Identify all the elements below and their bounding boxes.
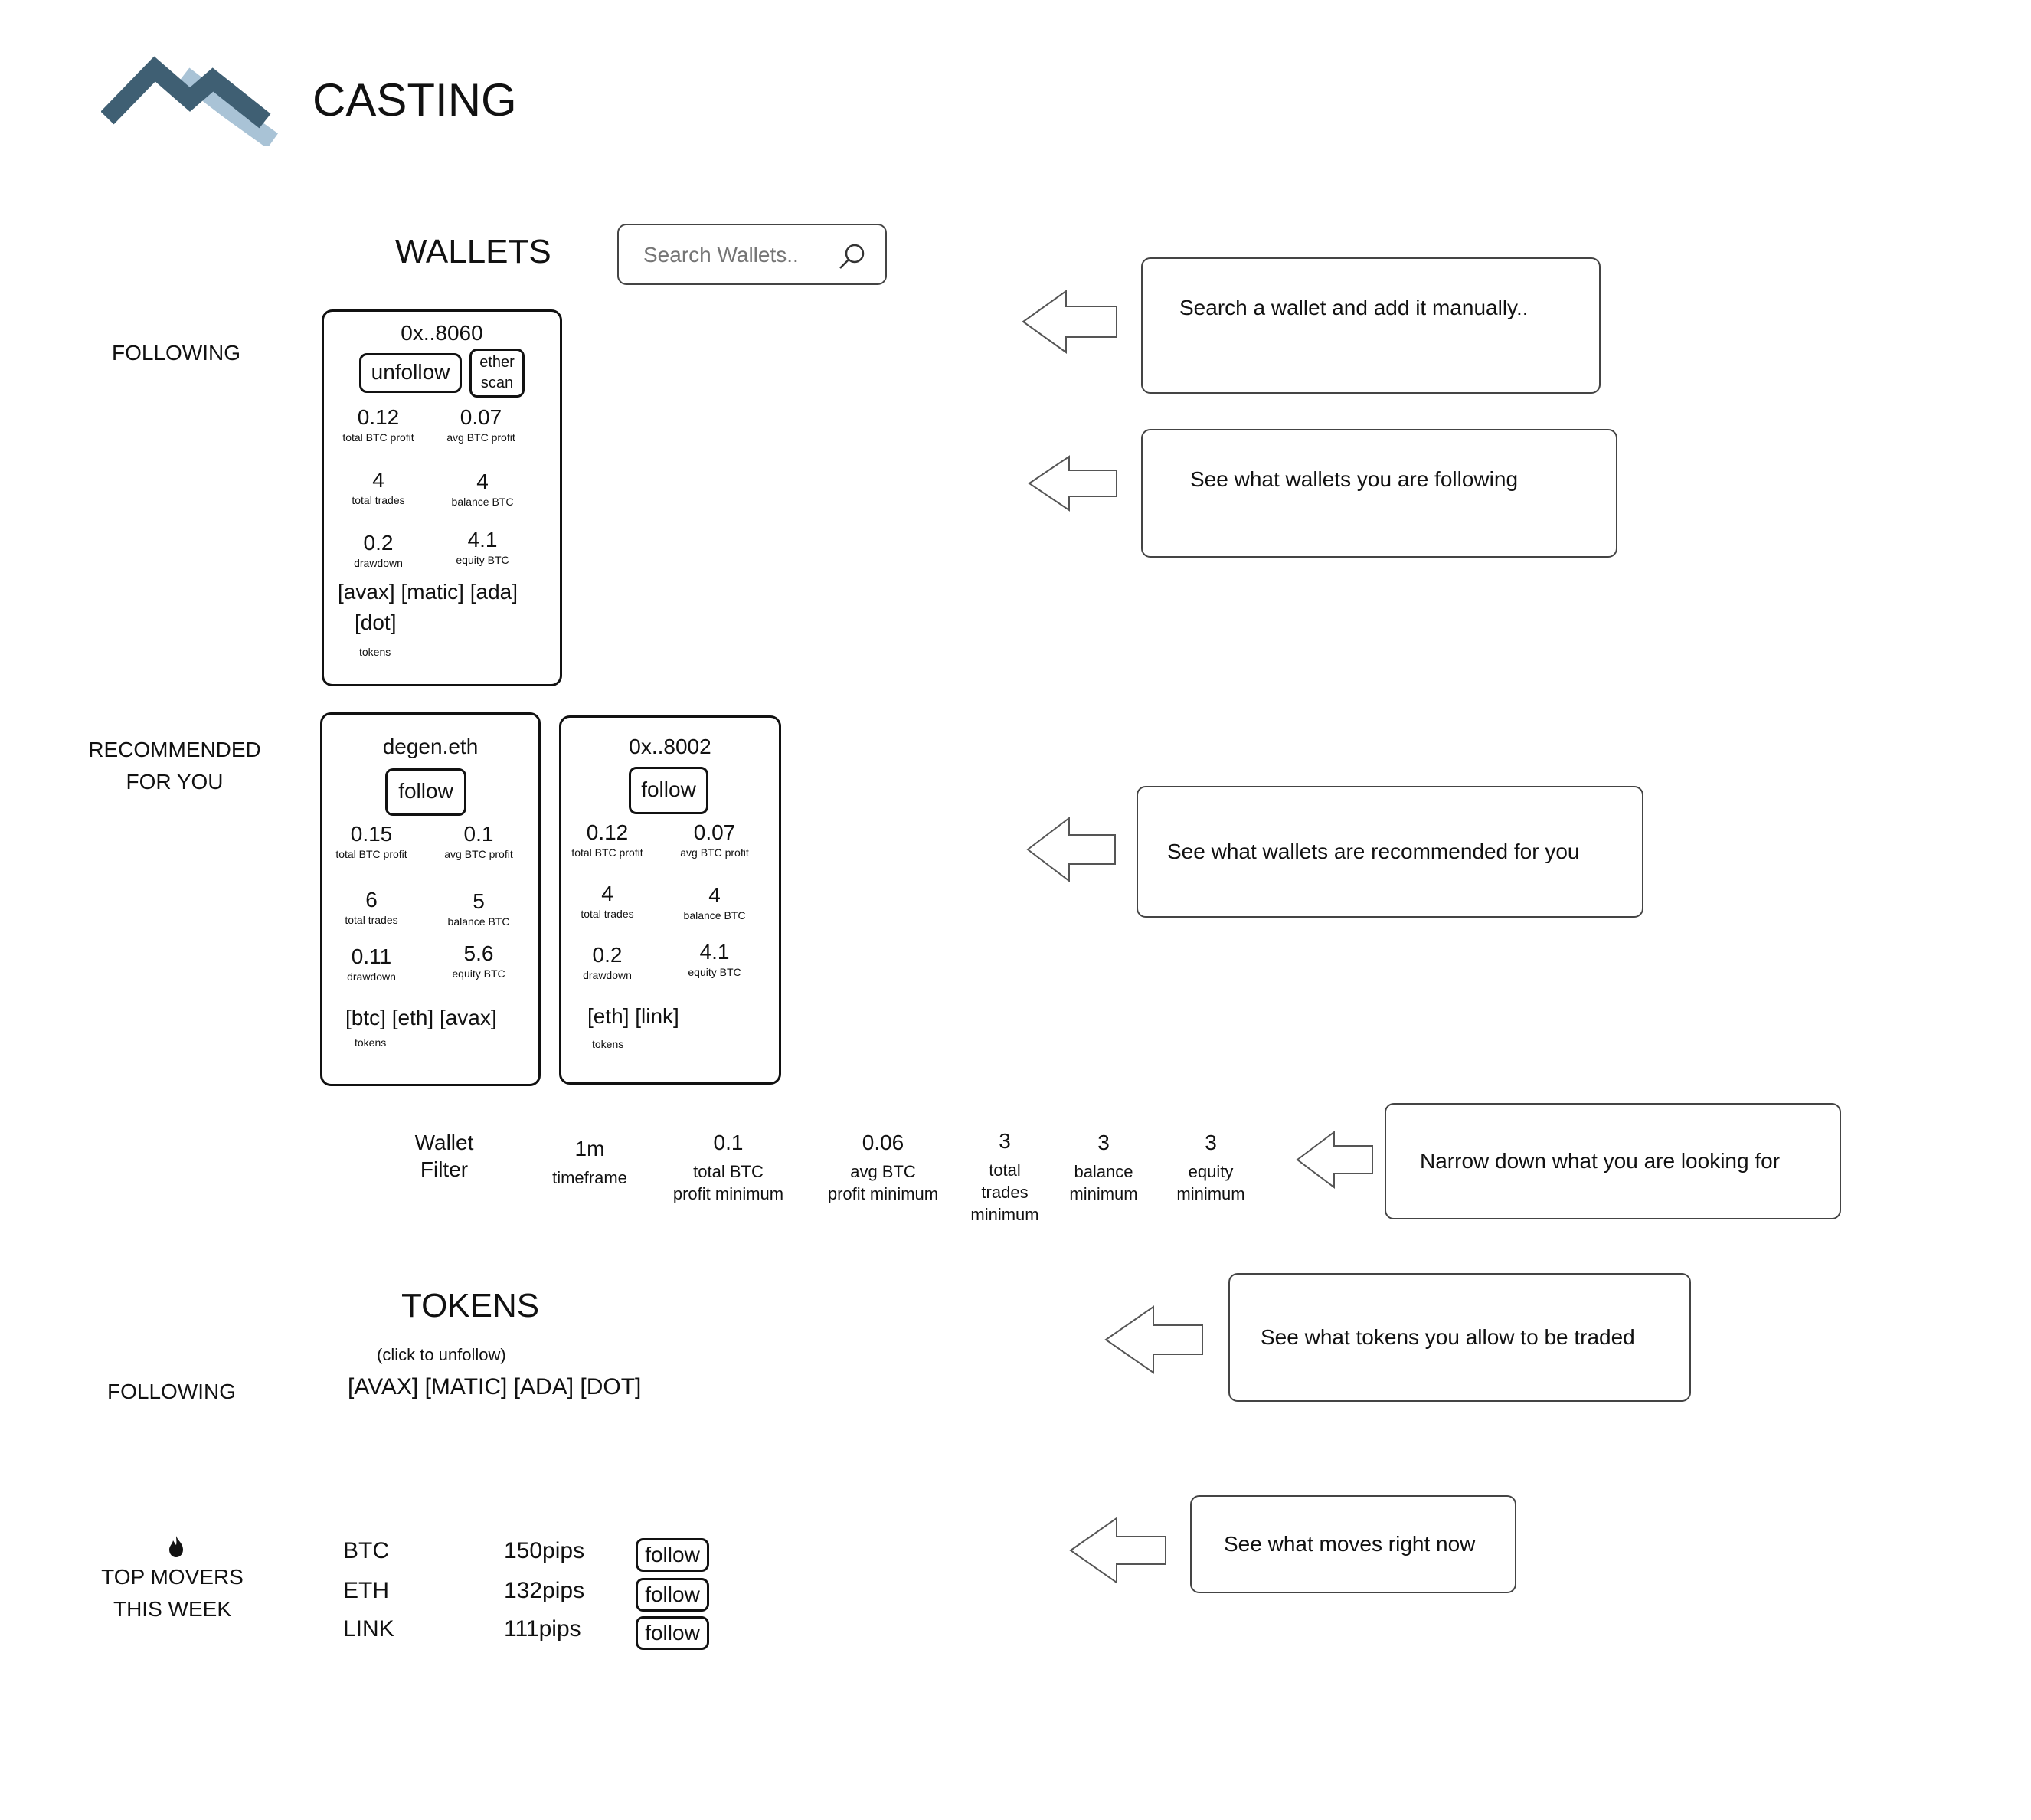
balance-btc: 5 balance BTC [447, 889, 510, 928]
mover-pips: 132pips [504, 1578, 585, 1603]
callout-filter: Narrow down what you are looking for [1385, 1103, 1841, 1219]
filter-avg-btc-profit-min[interactable]: 0.06 avg BTC profit minimum [827, 1131, 939, 1203]
top-movers-label: TOP MOVERS THIS WEEK [101, 1565, 244, 1621]
callout-following: See what wallets you are following [1141, 429, 1617, 558]
recommended-wallet-card: 0x..8002 follow 0.12 total BTC profit 0.… [559, 715, 781, 1085]
search-icon[interactable] [836, 242, 867, 271]
followed-tokens-list[interactable]: [AVAX] [MATIC] [ADA] [DOT] [348, 1374, 642, 1399]
equity-btc: 4.1 equity BTC [688, 940, 741, 978]
avg-btc-profit: 0.07 avg BTC profit [446, 405, 515, 444]
filter-total-btc-profit-min[interactable]: 0.1 total BTC profit minimum [672, 1131, 784, 1203]
left-arrow-icon [1028, 455, 1117, 512]
balance-btc: 4 balance BTC [683, 883, 746, 921]
left-arrow-icon [1022, 290, 1117, 354]
wallet-tokens: [btc] [eth] [avax] [345, 1006, 497, 1029]
total-trades: 6 total trades [345, 888, 398, 926]
total-btc-profit: 0.12 total BTC profit [571, 820, 643, 859]
left-arrow-icon [1069, 1517, 1166, 1584]
following-wallet-card: 0x..8060 unfollow ether scan 0.12 total … [322, 309, 562, 686]
equity-btc: 5.6 equity BTC [452, 941, 505, 980]
mover-pips: 150pips [504, 1538, 585, 1563]
wallet-tokens-label: tokens [355, 1036, 387, 1049]
logo-mountains-icon [101, 56, 278, 146]
tokens-heading: TOKENS [401, 1287, 540, 1324]
wallet-address: degen.eth [382, 735, 479, 758]
search-input[interactable] [642, 239, 829, 271]
mover-symbol: BTC [343, 1538, 389, 1563]
avg-btc-profit: 0.1 avg BTC profit [444, 822, 513, 860]
drawdown: 0.2 drawdown [583, 943, 632, 981]
mover-symbol: ETH [343, 1578, 389, 1603]
wallets-heading: WALLETS [395, 233, 551, 270]
etherscan-button[interactable]: ether scan [469, 349, 525, 398]
wallet-filter-label: Wallet Filter [414, 1131, 474, 1181]
wallet-tokens-line1: [avax] [matic] [ada] [338, 580, 518, 604]
left-arrow-icon [1104, 1305, 1203, 1374]
filter-total-trades-min[interactable]: 3 total trades minimum [970, 1129, 1039, 1224]
equity-btc: 4.1 equity BTC [456, 528, 509, 566]
filter-balance-min[interactable]: 3 balance minimum [1069, 1131, 1138, 1203]
wallet-address: 0x..8002 [629, 735, 711, 758]
total-trades: 4 total trades [581, 882, 634, 920]
wallet-tokens: [eth] [link] [587, 1004, 679, 1028]
total-btc-profit: 0.12 total BTC profit [342, 405, 414, 444]
filter-timeframe[interactable]: 1m timeframe [552, 1137, 627, 1188]
filter-equity-min[interactable]: 3 equity minimum [1176, 1131, 1245, 1203]
callout-movers: See what moves right now [1190, 1495, 1516, 1593]
tokens-following-label: FOLLOWING [107, 1380, 237, 1403]
tokens-unfollow-hint: (click to unfollow) [377, 1345, 506, 1364]
total-trades: 4 total trades [352, 468, 405, 506]
follow-token-button[interactable]: follow [636, 1538, 709, 1572]
recommended-label: RECOMMENDED FOR YOU [88, 738, 261, 794]
balance-btc: 4 balance BTC [451, 470, 514, 508]
callout-search: Search a wallet and add it manually.. [1141, 257, 1601, 394]
app-title: CASTING [312, 74, 517, 126]
recommended-wallet-card: degen.eth follow 0.15 total BTC profit 0… [320, 712, 541, 1086]
mover-pips: 111pips [504, 1616, 581, 1642]
left-arrow-icon [1296, 1131, 1373, 1189]
wallets-following-label: FOLLOWING [112, 341, 241, 365]
left-arrow-icon [1026, 817, 1116, 882]
search-wallets-box[interactable] [617, 224, 887, 285]
wallet-address: 0x..8060 [401, 321, 483, 345]
follow-token-button[interactable]: follow [636, 1616, 709, 1650]
mover-symbol: LINK [343, 1616, 394, 1642]
wallet-tokens-label: tokens [592, 1038, 624, 1050]
callout-tokens: See what tokens you allow to be traded [1228, 1273, 1691, 1402]
wallet-tokens-line2: [dot] [355, 610, 397, 634]
callout-recommended: See what wallets are recommended for you [1137, 786, 1643, 918]
follow-token-button[interactable]: follow [636, 1578, 709, 1612]
avg-btc-profit: 0.07 avg BTC profit [680, 820, 749, 859]
wallet-tokens-label: tokens [359, 646, 391, 658]
follow-button[interactable]: follow [629, 767, 708, 814]
unfollow-button[interactable]: unfollow [359, 353, 462, 393]
drawdown: 0.2 drawdown [354, 531, 403, 569]
flame-icon [169, 1536, 183, 1557]
total-btc-profit: 0.15 total BTC profit [335, 822, 407, 860]
follow-button[interactable]: follow [385, 768, 466, 816]
drawdown: 0.11 drawdown [347, 944, 396, 983]
